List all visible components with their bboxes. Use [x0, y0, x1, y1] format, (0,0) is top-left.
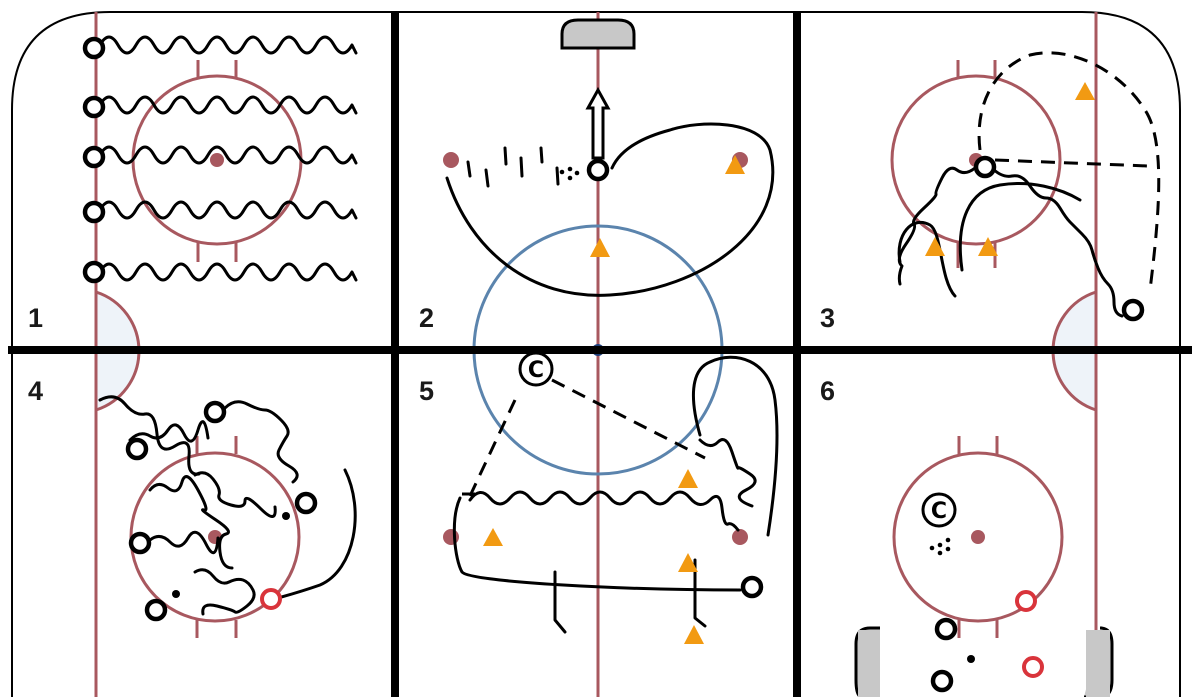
player-icon	[82, 200, 106, 224]
puck-icon	[567, 166, 573, 172]
zone-label-4: 4	[28, 376, 43, 406]
player-icon	[740, 575, 764, 599]
cone-icon	[483, 528, 503, 546]
zone5-drill: C	[452, 351, 779, 644]
puck-icon	[937, 550, 943, 556]
faceoff-dot	[443, 152, 459, 168]
player-icon	[973, 155, 997, 179]
puck-icon	[574, 170, 580, 176]
puck-icon	[567, 175, 573, 181]
cone-icon	[925, 237, 945, 256]
cone-icon	[678, 553, 698, 572]
player-icon	[586, 158, 610, 182]
cone-icon	[590, 238, 610, 257]
player-icon	[930, 669, 954, 693]
cone-icon	[684, 625, 704, 644]
cone-icon	[978, 237, 998, 256]
skating-path	[98, 95, 358, 115]
rink-boards	[11, 11, 1181, 697]
captain-icon	[518, 351, 554, 387]
puck-icon	[937, 542, 943, 548]
player-red-icon	[260, 588, 282, 610]
bottom-net-right-fill	[1086, 630, 1110, 697]
skating-path	[98, 145, 358, 165]
player-icon	[144, 598, 168, 622]
player-icon	[203, 400, 227, 424]
zone-label-5: 5	[419, 376, 434, 406]
captain-letter: C	[931, 499, 947, 524]
skating-path	[98, 262, 358, 282]
puck-icon	[945, 546, 951, 552]
zone-label-2: 2	[419, 303, 434, 333]
top-net-icon	[560, 18, 636, 50]
zone1-drill	[82, 35, 358, 284]
bottom-net-icon	[854, 626, 1114, 697]
faceoff-circle-zone3	[890, 60, 1062, 268]
puck-icon	[172, 590, 180, 598]
cone-icon	[725, 155, 745, 174]
captain-icon	[921, 492, 957, 528]
player-icon	[82, 95, 106, 119]
player-icon	[934, 617, 958, 641]
zone2-drill	[445, 86, 775, 297]
puck-icon	[945, 537, 951, 543]
faceoff-dot	[732, 529, 748, 545]
puck-icon	[282, 512, 290, 520]
player-icon	[82, 260, 106, 284]
player-red-icon	[1022, 656, 1044, 678]
player-icon	[82, 36, 106, 60]
cone-icon	[678, 469, 698, 488]
player-icon	[82, 145, 106, 169]
zone-label-1: 1	[28, 303, 43, 333]
skating-path	[98, 35, 358, 55]
zone-label-6: 6	[820, 376, 835, 406]
faceoff-dot	[443, 529, 459, 545]
zone-label-3: 3	[820, 303, 835, 333]
captain-letter: C	[528, 358, 544, 383]
zone4-drill	[98, 395, 357, 622]
puck-icon	[929, 545, 935, 551]
cone-icon	[1075, 82, 1095, 100]
zone3-drill	[897, 51, 1161, 322]
bottom-net-left-fill	[858, 630, 880, 697]
player-icon	[1121, 298, 1145, 322]
player-icon	[128, 531, 152, 555]
player-red-icon	[1015, 590, 1037, 612]
player-icon	[125, 437, 149, 461]
shot-arrow-icon	[585, 86, 611, 160]
zone6-drill: C	[921, 492, 1044, 693]
faceoff-circle-zone6	[892, 436, 1064, 638]
puck-icon	[559, 169, 565, 175]
player-icon	[294, 491, 318, 515]
skating-path	[98, 200, 358, 220]
puck-icon	[967, 655, 975, 663]
